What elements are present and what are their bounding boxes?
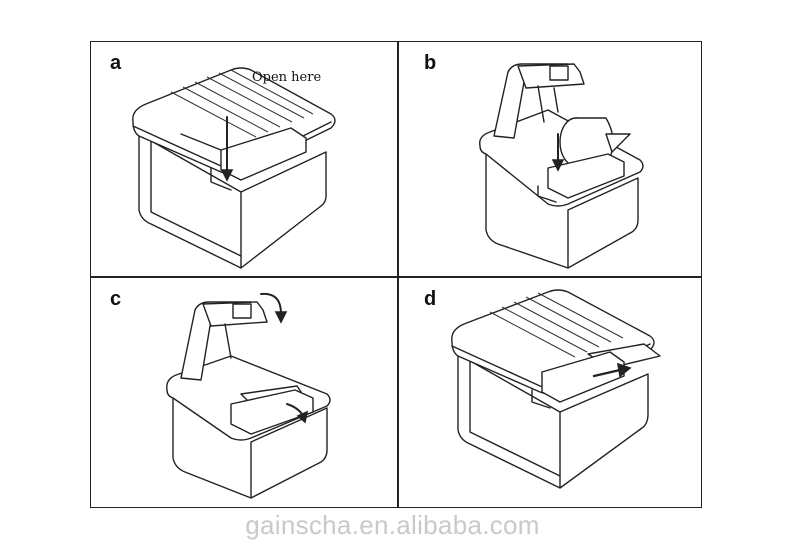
watermark: gainscha.en.alibaba.com: [245, 510, 540, 540]
panel-c-letter: c: [110, 288, 122, 310]
open-here-label: Open here: [252, 70, 322, 85]
diagram-frame: [90, 41, 702, 508]
panel-c: c: [91, 278, 397, 508]
panel-d: d: [398, 278, 702, 508]
printer-load-paper-illustration: [479, 63, 644, 269]
panel-b-letter: b: [424, 52, 437, 74]
printer-closed-illustration: [132, 67, 336, 269]
printer-close-lid-illustration: [166, 292, 331, 499]
panel-a-letter: a: [110, 52, 122, 74]
horizontal-divider: [90, 276, 702, 278]
vertical-divider: [397, 41, 399, 508]
printer-paper-out-illustration: [451, 289, 661, 489]
panel-d-letter: d: [424, 288, 437, 310]
panel-a: a Open here: [91, 42, 397, 276]
panel-b: b: [398, 42, 702, 276]
